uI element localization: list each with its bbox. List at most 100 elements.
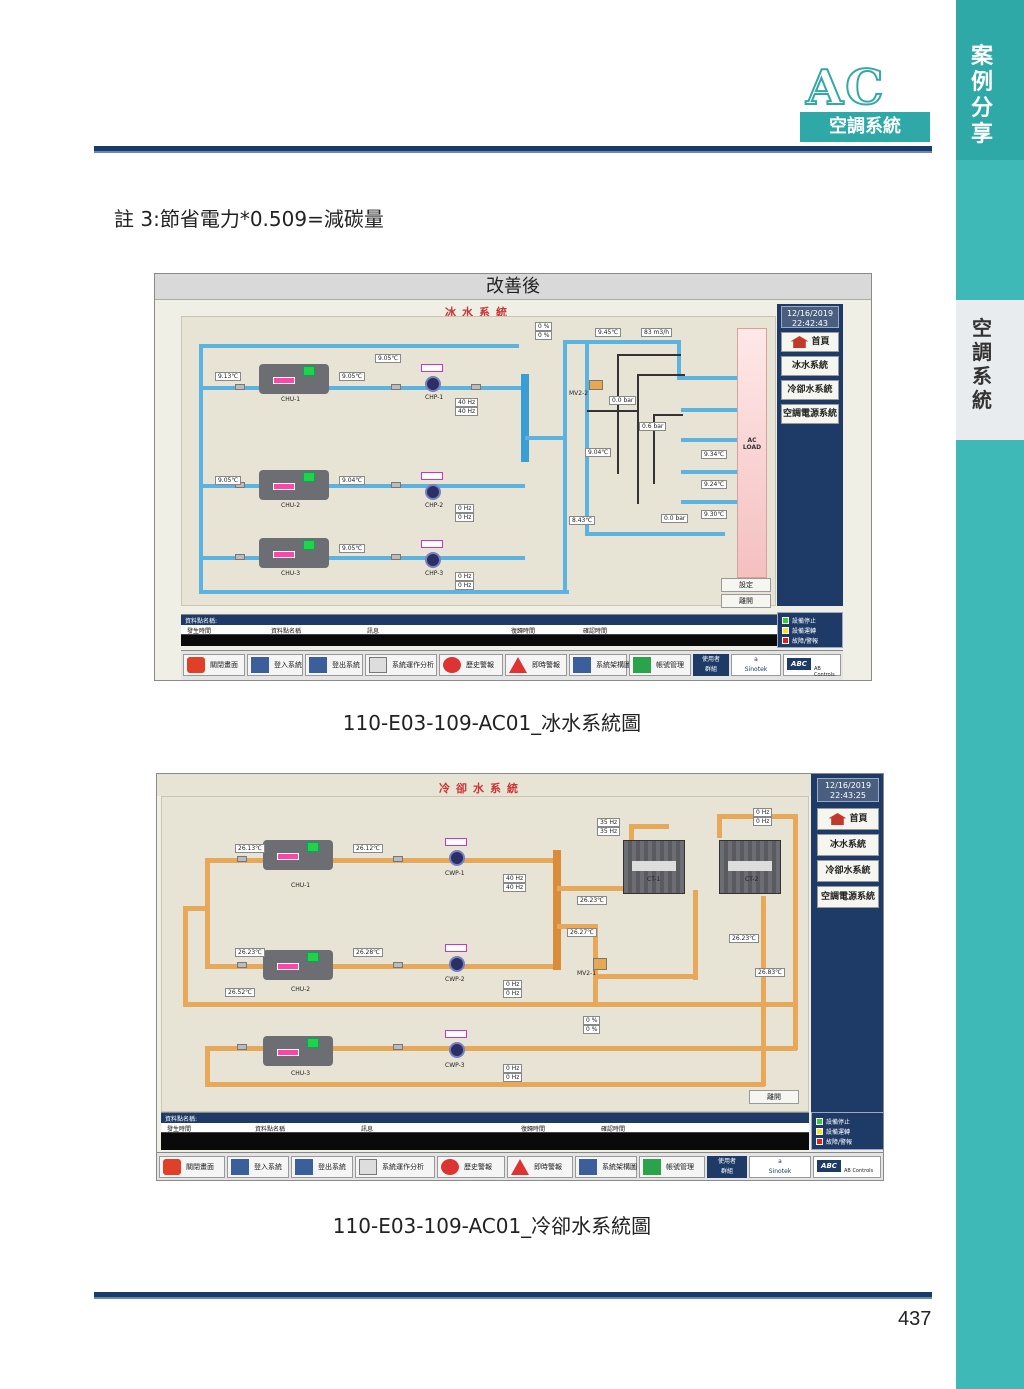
- analysis-button[interactable]: 系統運作分析: [355, 1156, 435, 1178]
- architecture-button[interactable]: 系統架構圖: [569, 654, 631, 676]
- toolbar-label: 系統架構圖: [596, 661, 631, 669]
- valve-icon[interactable]: [471, 384, 481, 390]
- cooling-tower[interactable]: [623, 840, 685, 894]
- valve-icon[interactable]: [235, 554, 245, 560]
- flow-readout: 83 m3/h: [641, 328, 673, 337]
- pump-icon[interactable]: [425, 376, 441, 392]
- chiller-unit[interactable]: [263, 840, 333, 870]
- freq-readout: 0 Hz: [753, 817, 773, 826]
- alarm-list[interactable]: 資料點名稱: 發生時間 資料點名稱 訊息 復歸時間 確認時間: [161, 1112, 809, 1150]
- logout-button[interactable]: 登出系統: [291, 1156, 353, 1178]
- freq-readout: 0 Hz: [455, 572, 475, 581]
- pipe: [681, 500, 737, 504]
- pump-icon[interactable]: [449, 850, 465, 866]
- pct-readout: 0 %: [583, 1025, 601, 1034]
- login-button[interactable]: 登入系統: [227, 1156, 289, 1178]
- account-button[interactable]: 帳號管理: [639, 1156, 705, 1178]
- history-alarm-button[interactable]: 歷史警報: [437, 1156, 505, 1178]
- toolbar-label: 帳號管理: [666, 1163, 694, 1171]
- network-icon: [579, 1159, 597, 1175]
- nav-home-button[interactable]: 首頁: [817, 808, 879, 830]
- local-tag: [445, 1030, 467, 1038]
- chiller-unit[interactable]: [259, 364, 329, 394]
- nav-home-label: 首頁: [811, 336, 830, 347]
- freq-readout: 0 Hz: [455, 581, 475, 590]
- pipe: [585, 532, 725, 536]
- nav-cooling-water-button[interactable]: 冷卻水系統: [781, 380, 839, 400]
- chiller-unit[interactable]: [263, 1036, 333, 1066]
- pump-icon[interactable]: [449, 956, 465, 972]
- nav-chilled-water-button[interactable]: 冰水系統: [817, 834, 879, 856]
- chiller-unit[interactable]: [263, 950, 333, 980]
- side-tab-ac-system: 空調系統: [956, 300, 1024, 440]
- cooling-tower[interactable]: [719, 840, 781, 894]
- valve-icon[interactable]: [391, 554, 401, 560]
- nav-cooling-water-button[interactable]: 冷卻水系統: [817, 860, 879, 882]
- valve-icon[interactable]: [235, 384, 245, 390]
- pipe: [205, 858, 210, 968]
- logout-button[interactable]: 登出系統: [305, 654, 363, 676]
- valve-icon[interactable]: [237, 962, 247, 968]
- live-alarm-button[interactable]: 即時警報: [507, 1156, 573, 1178]
- warning-icon: [511, 1159, 529, 1175]
- pipe: [205, 1046, 797, 1051]
- pump-icon[interactable]: [425, 484, 441, 500]
- vendor-logo-mark: ABC: [817, 1160, 841, 1172]
- pipe: [681, 438, 737, 442]
- history-alarm-button[interactable]: 歷史警報: [439, 654, 503, 676]
- motor-valve-icon[interactable]: [593, 958, 607, 970]
- page-number: 437: [898, 1308, 932, 1330]
- local-tag: [277, 853, 299, 860]
- pump-icon[interactable]: [449, 1042, 465, 1058]
- pipe: [525, 436, 565, 440]
- pump-icon[interactable]: [425, 552, 441, 568]
- valve-icon[interactable]: [391, 384, 401, 390]
- clock-time: 22:42:43: [792, 319, 828, 328]
- valve-icon[interactable]: [237, 1044, 247, 1050]
- pipe: [205, 1082, 765, 1087]
- temp-readout: 8.43℃: [569, 516, 596, 525]
- nav-home-button[interactable]: 首頁: [781, 332, 839, 352]
- valve-icon[interactable]: [393, 856, 403, 862]
- motor-valve-icon[interactable]: [589, 380, 603, 390]
- alarm-list[interactable]: 資料點名稱: 發生時間 資料點名稱 訊息 復歸時間 確認時間: [181, 614, 777, 646]
- temp-readout: 26.23℃: [235, 948, 265, 957]
- login-button[interactable]: 登入系統: [247, 654, 303, 676]
- valve-icon[interactable]: [391, 482, 401, 488]
- account-button[interactable]: 帳號管理: [629, 654, 691, 676]
- nav-power-button[interactable]: 空調電源系統: [817, 886, 879, 908]
- legend-swatch: [782, 627, 789, 634]
- analysis-button[interactable]: 系統運作分析: [365, 654, 437, 676]
- pressure-readout: 0.0 bar: [661, 514, 689, 523]
- toolbar-label: 即時警報: [532, 661, 560, 669]
- local-tag: [421, 540, 443, 548]
- toolbar-label: 關閉畫面: [186, 1163, 214, 1171]
- nav-power-button[interactable]: 空調電源系統: [781, 404, 839, 424]
- settings-button[interactable]: 設定: [721, 578, 771, 592]
- chiller-unit[interactable]: [259, 470, 329, 500]
- cooling-tower-label: CT-2: [745, 876, 759, 883]
- live-alarm-button[interactable]: 即時警報: [505, 654, 567, 676]
- valve-icon[interactable]: [393, 962, 403, 968]
- close-screen-button[interactable]: 關閉畫面: [159, 1156, 225, 1178]
- close-screen-button[interactable]: 關閉畫面: [183, 654, 245, 676]
- exit-button[interactable]: 離開: [749, 1090, 799, 1104]
- clock: 12/16/2019 22:43:25: [817, 778, 879, 802]
- user-label: 使用者: [701, 656, 720, 663]
- toolbar-label: 帳號管理: [656, 661, 684, 669]
- freq-readout: 40 Hz: [503, 874, 527, 883]
- valve-icon[interactable]: [393, 1044, 403, 1050]
- valve-icon[interactable]: [237, 856, 247, 862]
- nav-chilled-water-button[interactable]: 冰水系統: [781, 356, 839, 376]
- pipe: [199, 344, 203, 594]
- side-tab-case-sharing: 案例分享: [956, 0, 1024, 160]
- temp-readout: 26.13℃: [235, 844, 265, 853]
- freq-readout: 0 Hz: [455, 504, 475, 513]
- local-tag: [277, 1049, 299, 1056]
- chiller-unit[interactable]: [259, 538, 329, 568]
- exit-button[interactable]: 離開: [721, 594, 771, 608]
- architecture-button[interactable]: 系統架構圖: [575, 1156, 637, 1178]
- pipe: [199, 484, 525, 488]
- chiller-label: CHU-1: [281, 396, 301, 403]
- local-tag: [273, 551, 295, 558]
